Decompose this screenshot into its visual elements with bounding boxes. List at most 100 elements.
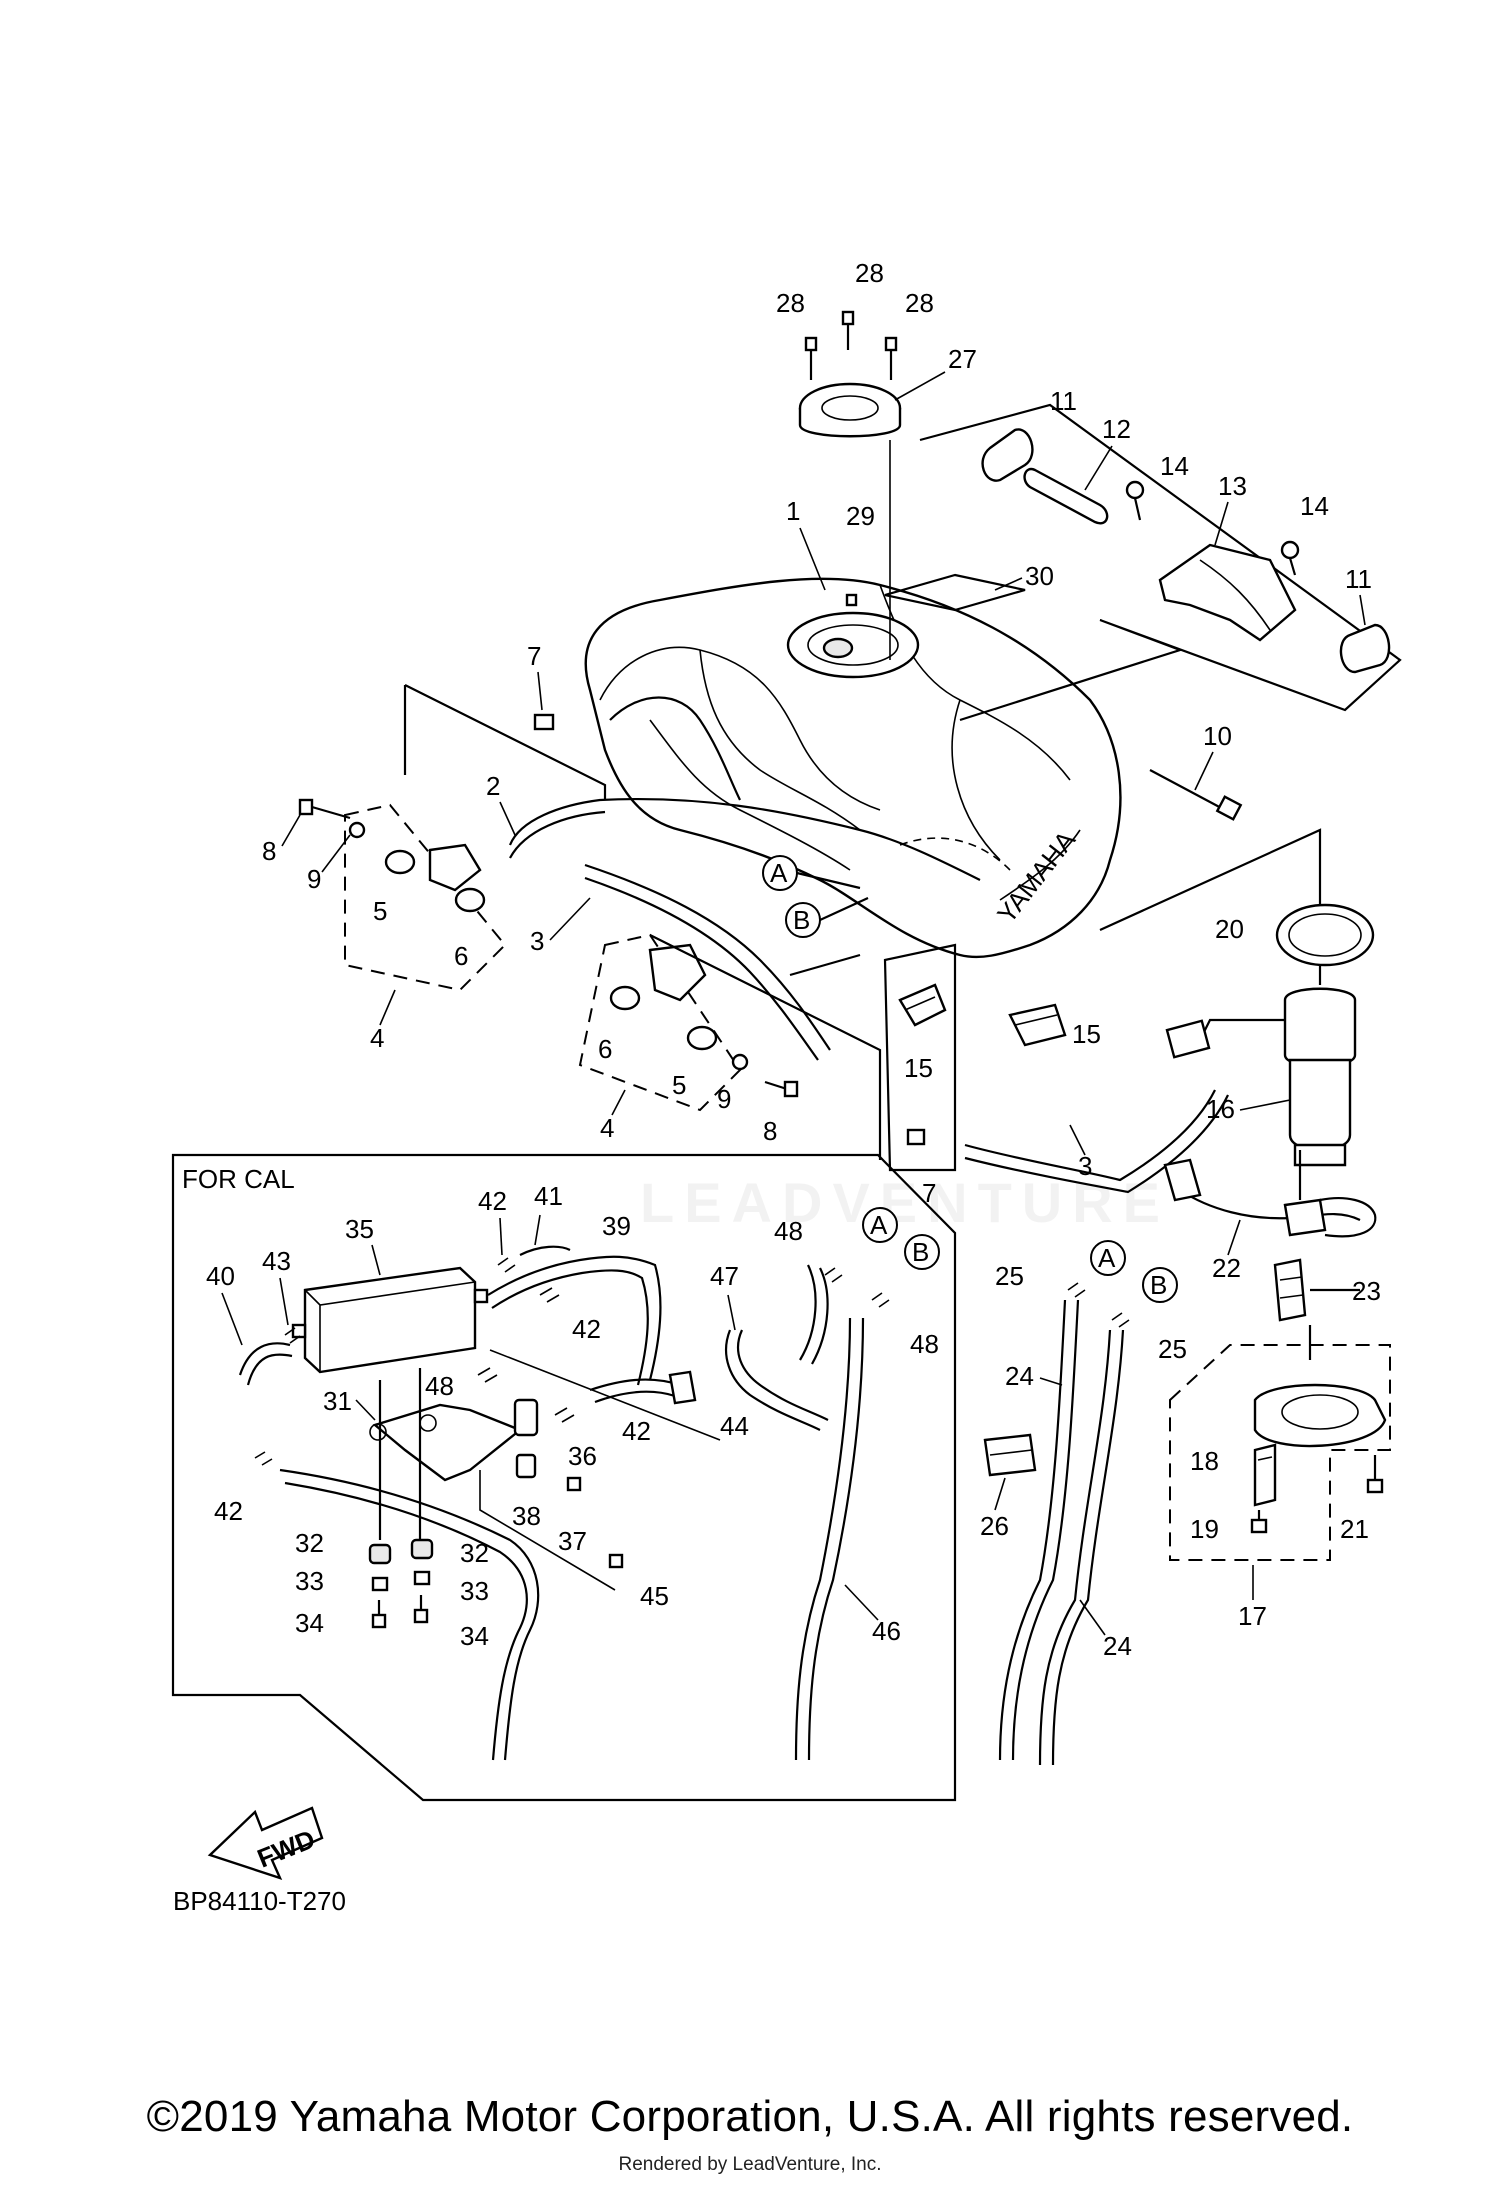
- leader-right: [649, 934, 882, 1160]
- clip-15-left[interactable]: [898, 983, 947, 1027]
- screw-21: [1366, 1455, 1384, 1494]
- ref-a-tank: A: [762, 855, 861, 891]
- clip-48-cal: [477, 1367, 498, 1383]
- callout-5: 5: [373, 896, 387, 926]
- callout-44: 44: [720, 1411, 749, 1441]
- hose-47: [725, 1329, 821, 1431]
- callout-32: 32: [295, 1528, 324, 1558]
- callout-6: 6: [454, 941, 468, 971]
- callout-7: 7: [527, 641, 541, 671]
- bracket-13[interactable]: [1158, 543, 1297, 642]
- hose-40: [238, 1342, 291, 1376]
- callout-29: 29: [846, 501, 875, 531]
- callout-11b: 11: [1345, 564, 1372, 594]
- callout-14b: 14: [1300, 491, 1329, 521]
- hose-46b: [807, 1317, 865, 1761]
- callout-8: 8: [262, 836, 276, 866]
- flange-group-17: [1169, 1344, 1391, 1561]
- callout-42c: 42: [622, 1416, 651, 1446]
- callouts: 1 2 3 3 4 4 5 5 6 6 7 7 8 8 9 9 10 11 11…: [206, 258, 1381, 1661]
- callout-36: 36: [568, 1441, 597, 1471]
- canister-35[interactable]: [291, 1266, 489, 1374]
- callout-48a: 48: [774, 1216, 803, 1246]
- hose-44a: [589, 1378, 681, 1392]
- hose-47b: [737, 1329, 829, 1421]
- callout-23: 23: [1352, 1276, 1381, 1306]
- svg-text:A: A: [1098, 1243, 1116, 1273]
- callout-32b: 32: [460, 1538, 489, 1568]
- mount-group-4-left: [344, 803, 507, 992]
- clip-43: [284, 1327, 301, 1344]
- callout-8b: 8: [763, 1116, 777, 1146]
- svg-text:B: B: [793, 905, 810, 935]
- grommets-32: [368, 1538, 434, 1565]
- callout-45: 45: [640, 1581, 669, 1611]
- callout-42d: 42: [214, 1496, 243, 1526]
- callout-10: 10: [1203, 721, 1232, 751]
- clip-15-right[interactable]: [1008, 1003, 1067, 1047]
- callout-28b: 28: [855, 258, 884, 288]
- callout-42b: 42: [572, 1314, 601, 1344]
- clip-26[interactable]: [983, 1433, 1037, 1477]
- bolt-8-right: [731, 1053, 799, 1098]
- holder-18[interactable]: [1253, 1443, 1277, 1507]
- callout-46: 46: [872, 1616, 901, 1646]
- bolts-34: [371, 1595, 429, 1629]
- callout-48c: 48: [425, 1371, 454, 1401]
- leader-canister-39: [489, 1349, 721, 1441]
- callout-40: 40: [206, 1261, 235, 1291]
- fuel-cap-assembly[interactable]: [798, 382, 902, 438]
- hose-vent-long: [279, 1468, 540, 1761]
- bracket-31[interactable]: [369, 1403, 523, 1482]
- callout-14: 14: [1160, 451, 1189, 481]
- callout-11: 11: [1050, 386, 1077, 416]
- hose-40b: [246, 1353, 293, 1386]
- clip-23[interactable]: [1273, 1258, 1307, 1322]
- hose-3-left-b: [584, 876, 819, 1061]
- fuel-pump-16[interactable]: [1165, 987, 1357, 1167]
- clamp-44[interactable]: [668, 1370, 697, 1405]
- collar-12[interactable]: [1023, 467, 1109, 525]
- callout-12: 12: [1102, 414, 1131, 444]
- clips-48: [824, 1267, 890, 1308]
- rear-mount-frame: [919, 403, 1402, 722]
- hose-24-left-b: [1011, 1299, 1080, 1761]
- fuel-tank[interactable]: YAMAHA: [584, 577, 1122, 959]
- callout-7b: 7: [922, 1178, 936, 1208]
- callout-24: 24: [1005, 1361, 1034, 1391]
- gasket-20[interactable]: [1275, 903, 1375, 967]
- callout-41: 41: [534, 1181, 563, 1211]
- callout-39: 39: [602, 1211, 631, 1241]
- flange-17[interactable]: [1253, 1383, 1387, 1448]
- callout-4b: 4: [600, 1113, 614, 1143]
- damper-11-lower[interactable]: [1339, 623, 1391, 674]
- tank-pad-30: [884, 573, 1026, 612]
- hose-3-right-b: [964, 1094, 1229, 1194]
- hose-47c: [799, 1264, 817, 1361]
- leader-20: [1099, 828, 1322, 932]
- callout-27: 27: [948, 344, 977, 374]
- callout-33: 33: [295, 1566, 324, 1596]
- callout-3: 3: [530, 926, 544, 956]
- hose-47d: [811, 1267, 829, 1365]
- hose-24-right-b: [1051, 1329, 1125, 1766]
- callout-30: 30: [1025, 561, 1054, 591]
- svg-text:A: A: [870, 1210, 888, 1240]
- harness-22[interactable]: [1163, 1158, 1377, 1238]
- callout-38: 38: [512, 1501, 541, 1531]
- callout-28c: 28: [905, 288, 934, 318]
- clips-25: [1067, 1282, 1130, 1328]
- hose-2b: [509, 810, 606, 859]
- damper-11-upper[interactable]: [981, 428, 1034, 482]
- callout-34: 34: [295, 1608, 324, 1638]
- callout-25b: 25: [1158, 1334, 1187, 1364]
- callout-16: 16: [1206, 1094, 1235, 1124]
- left-mount-parts[interactable]: [384, 843, 486, 913]
- right-mount-parts[interactable]: [609, 943, 718, 1051]
- bolt-10: [1149, 769, 1243, 821]
- joint-38-36[interactable]: [513, 1398, 539, 1479]
- callout-26: 26: [980, 1511, 1009, 1541]
- bolt-7-bottom: [906, 1128, 926, 1146]
- for-cal-label: FOR CAL: [182, 1164, 295, 1194]
- screw-37-45: [566, 1476, 624, 1569]
